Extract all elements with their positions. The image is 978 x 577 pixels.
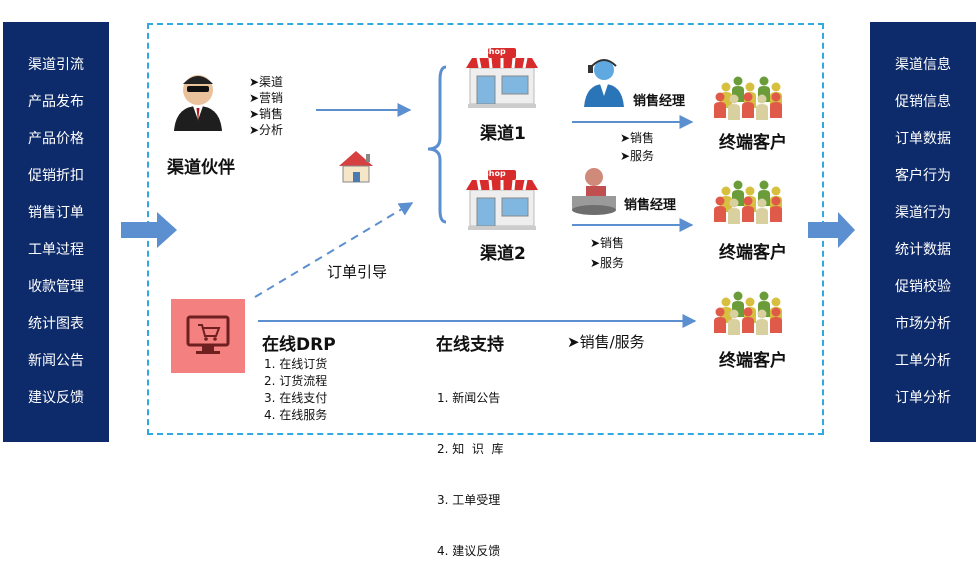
online-drp-list: 1. 在线订货 2. 订货流程 3. 在线支付 4. 在线服务 xyxy=(264,356,327,424)
customer-crowd-icon xyxy=(714,292,782,336)
sales-manager-label: 销售经理 xyxy=(624,198,677,213)
left-panel-item: 渠道引流 xyxy=(28,57,84,73)
channel-service: ➤销售 xyxy=(590,236,625,250)
list-item: 1. 新闻公告 xyxy=(437,391,501,405)
right-panel-item: 工单分析 xyxy=(895,353,951,369)
customer-crowd-icon xyxy=(714,77,782,121)
right-panel-item: 渠道信息 xyxy=(895,57,951,73)
right-panel-item: 统计数据 xyxy=(895,242,951,258)
house-icon xyxy=(339,151,373,183)
list-item: 3. 工单受理 xyxy=(437,493,501,507)
channel-service: ➤服务 xyxy=(620,149,655,163)
online-drp-title: 在线DRP xyxy=(262,335,336,355)
shop-icon xyxy=(464,46,540,110)
right-feature-panel: 渠道信息 促销信息 订单数据 客户行为 渠道行为 统计数据 促销校验 市场分析 … xyxy=(870,22,976,442)
online-support-list: 1. 新闻公告 2. 知 识 库 3. 工单受理 4. 建议反馈 xyxy=(437,356,504,577)
right-panel-item: 市场分析 xyxy=(895,316,951,332)
customer-crowd-icon xyxy=(714,181,782,225)
left-panel-item: 新闻公告 xyxy=(28,353,84,369)
partner-action: ➤渠道 xyxy=(249,75,284,89)
online-sales-service-label: ➤销售/服务 xyxy=(567,333,645,351)
list-item: 4. 在线服务 xyxy=(264,408,328,422)
online-terminal-tile xyxy=(171,299,245,373)
right-panel-item: 促销信息 xyxy=(895,94,951,110)
left-feature-panel: 渠道引流 产品发布 产品价格 促销折扣 销售订单 工单过程 收款管理 统计图表 … xyxy=(3,22,109,442)
list-item: 2. 订货流程 xyxy=(264,374,328,388)
sales-manager-icon xyxy=(572,168,616,215)
order-guide-label: 订单引导 xyxy=(327,263,388,281)
channel-service: ➤服务 xyxy=(590,256,625,270)
partner-action: ➤分析 xyxy=(249,123,284,137)
partner-action: ➤营销 xyxy=(249,91,284,105)
end-customer-label: 终端客户 xyxy=(719,243,787,263)
right-panel-item: 订单分析 xyxy=(895,390,951,406)
left-panel-item: 建议反馈 xyxy=(28,390,84,406)
inflow-arrow xyxy=(121,212,177,248)
shop-sign: shop xyxy=(484,47,506,56)
sales-manager-icon xyxy=(584,59,624,107)
shop-icon xyxy=(464,168,540,232)
end-customer-label: 终端客户 xyxy=(719,351,787,371)
computer-cart-icon xyxy=(186,315,230,354)
outflow-arrow xyxy=(808,212,855,248)
list-item: 2. 知 识 库 xyxy=(437,442,504,456)
channel-partner-icon xyxy=(174,75,222,131)
order-guide-arrow xyxy=(254,202,414,298)
list-item: 4. 建议反馈 xyxy=(437,544,501,558)
left-panel-item: 工单过程 xyxy=(28,242,84,258)
channel-brace xyxy=(427,65,447,224)
left-panel-item: 统计图表 xyxy=(28,316,84,332)
sales-manager-label: 销售经理 xyxy=(633,94,686,109)
left-panel-item: 促销折扣 xyxy=(28,168,84,184)
right-panel-item: 促销校验 xyxy=(895,279,951,295)
channel-service: ➤销售 xyxy=(620,131,655,145)
left-panel-item: 产品发布 xyxy=(28,94,84,110)
channel2-label: 渠道2 xyxy=(480,244,526,264)
end-customer-label: 终端客户 xyxy=(719,133,787,153)
list-item: 1. 在线订货 xyxy=(264,357,328,371)
channel1-label: 渠道1 xyxy=(480,124,526,144)
right-panel-item: 订单数据 xyxy=(895,131,951,147)
shop-sign: shop xyxy=(484,169,506,178)
online-support-title: 在线支持 xyxy=(436,335,504,355)
right-panel-item: 客户行为 xyxy=(895,168,951,184)
left-panel-item: 销售订单 xyxy=(28,205,84,221)
right-panel-item: 渠道行为 xyxy=(895,205,951,221)
left-panel-item: 产品价格 xyxy=(28,131,84,147)
list-item: 3. 在线支付 xyxy=(264,391,328,405)
channel-partner-label: 渠道伙伴 xyxy=(167,158,235,178)
partner-action: ➤销售 xyxy=(249,107,284,121)
diagram-graphics xyxy=(121,46,855,463)
left-panel-item: 收款管理 xyxy=(28,279,84,295)
